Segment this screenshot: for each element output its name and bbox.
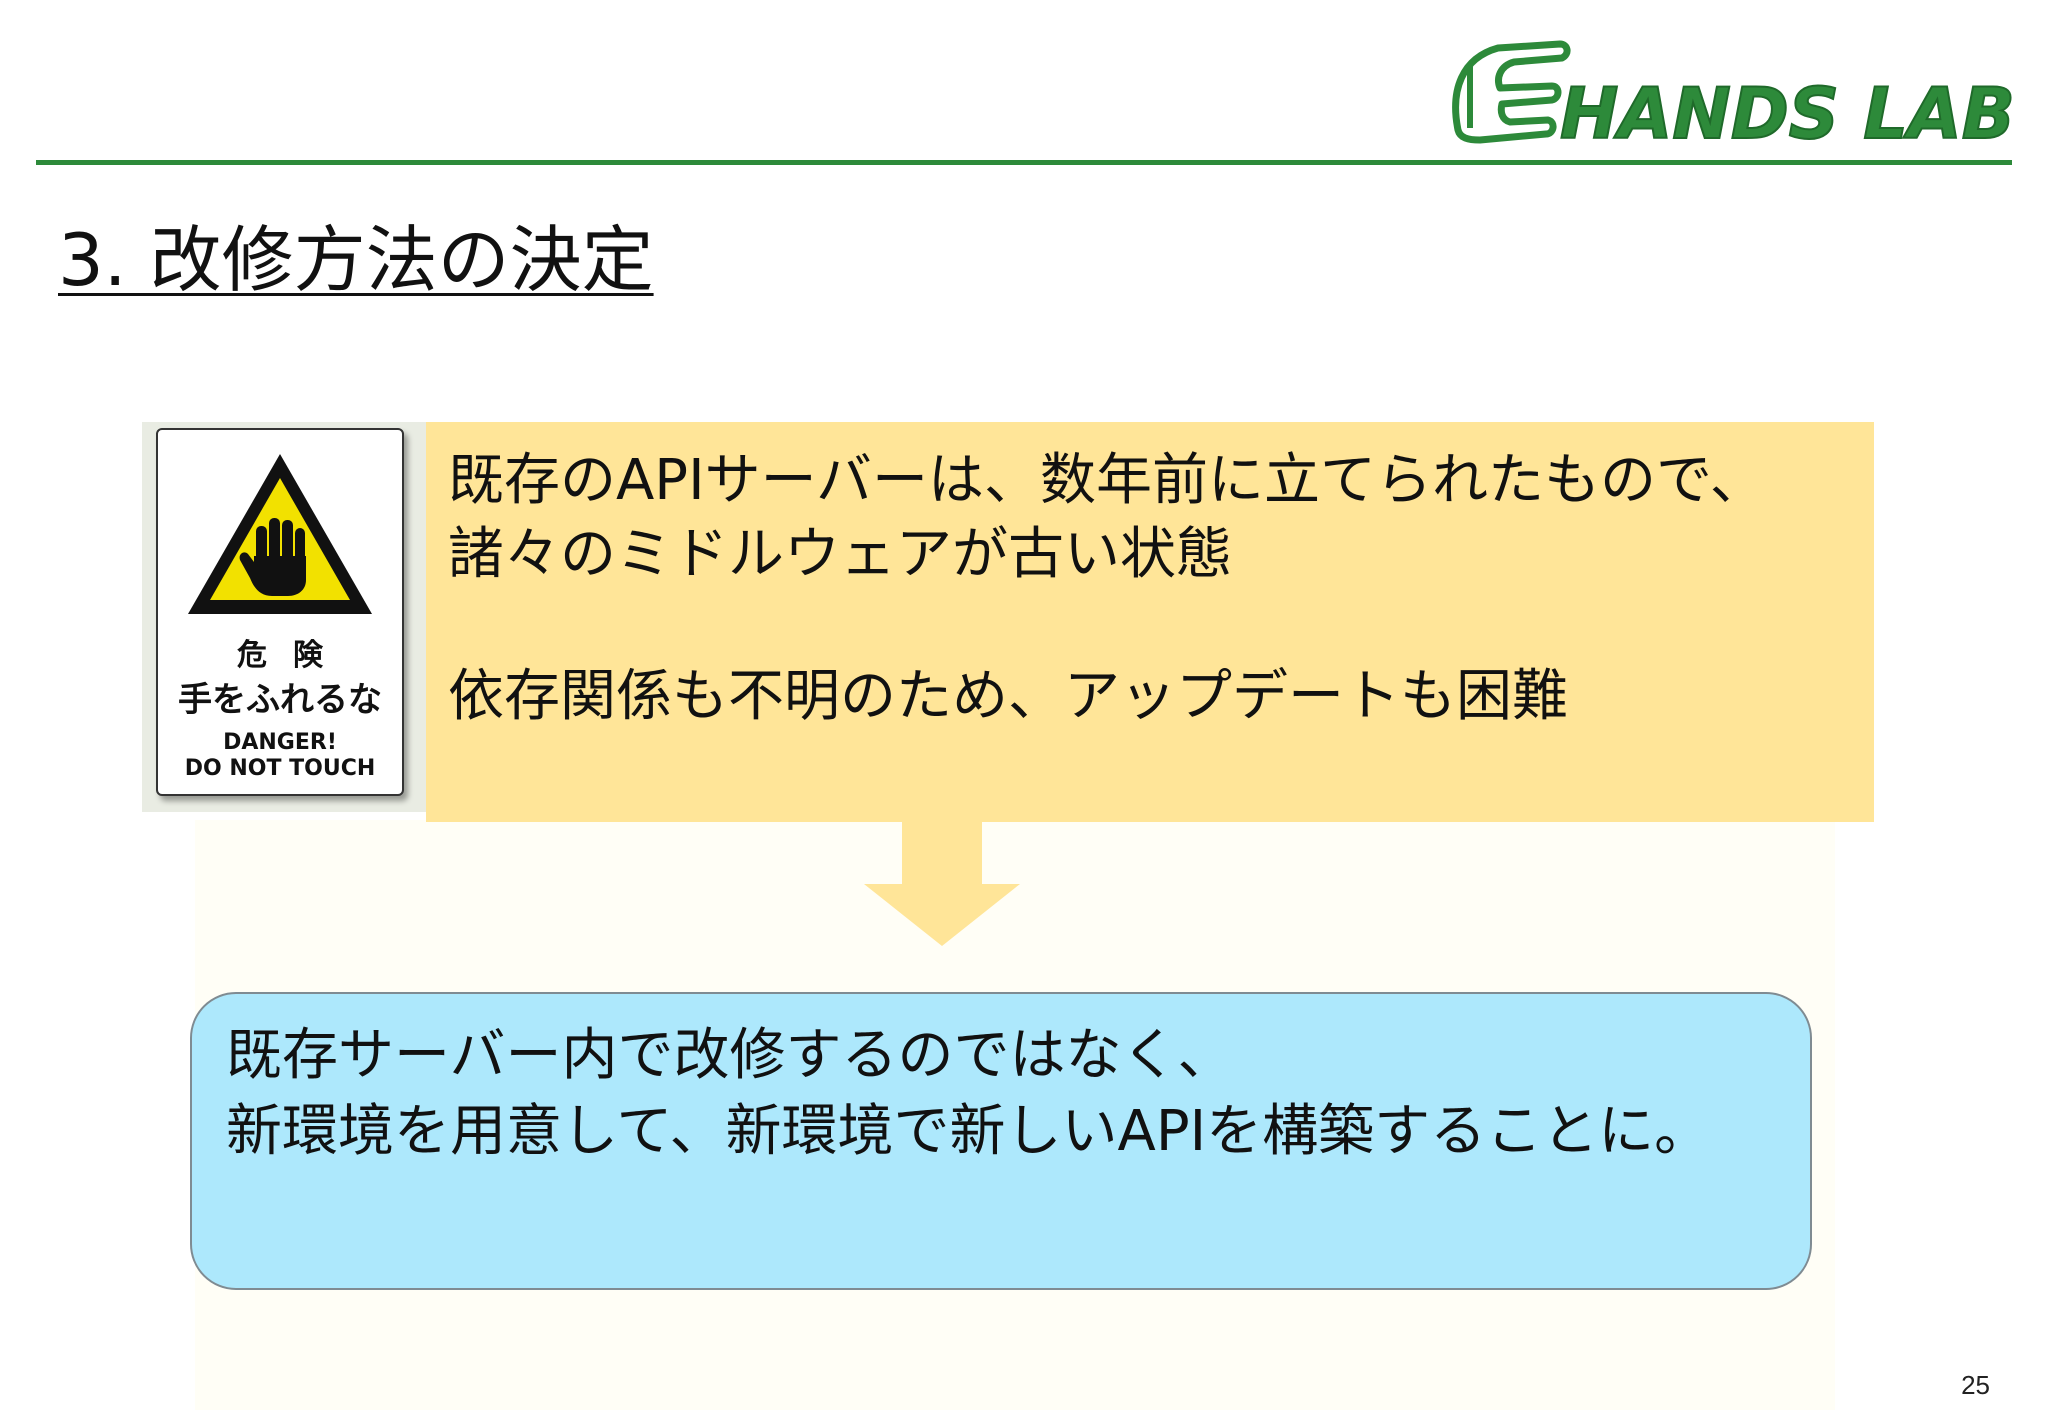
do-not-touch-label-jp: 手をふれるな	[178, 680, 382, 720]
header-rule	[36, 160, 2012, 165]
svg-text:HANDS LAB: HANDS LAB	[1560, 73, 2015, 155]
danger-sign: 危険 手をふれるな DANGER! DO NOT TOUCH	[156, 428, 404, 796]
hands-lab-logo: HANDS LAB	[1440, 30, 2020, 156]
danger-sign-image: 危険 手をふれるな DANGER! DO NOT TOUCH	[142, 422, 426, 812]
problem-text-2: 依存関係も不明のため、アップデートも困難	[448, 664, 1568, 729]
stop-hand-icon	[188, 454, 372, 614]
down-arrow-icon	[864, 822, 1020, 946]
problem-box: 既存のAPIサーバーは、数年前に立てられたもので、 諸々のミドルウェアが古い状態…	[426, 422, 1874, 822]
solution-text: 既存サーバー内で改修するのではなく、 新環境を用意して、新環境で新しいAPIを構…	[226, 1023, 1711, 1164]
slide-title: 3. 改修方法の決定	[58, 218, 654, 302]
problem-text-1: 既存のAPIサーバーは、数年前に立てられたもので、 諸々のミドルウェアが古い状態	[448, 448, 1766, 587]
page-number: 25	[1961, 1370, 1990, 1400]
danger-label-en: DANGER! DO NOT TOUCH	[184, 730, 376, 781]
solution-box: 既存サーバー内で改修するのではなく、 新環境を用意して、新環境で新しいAPIを構…	[190, 992, 1812, 1290]
danger-label-jp: 危険	[237, 638, 349, 673]
